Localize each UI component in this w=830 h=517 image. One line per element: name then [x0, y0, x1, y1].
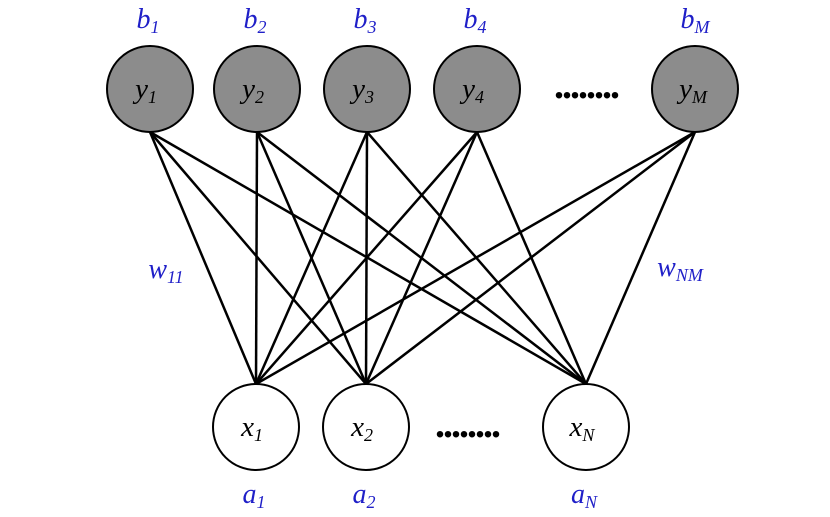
edge-h2-v1 [254, 131, 259, 385]
hidden-node-label: y2 [239, 73, 264, 107]
visible-node-label: xN [569, 411, 596, 445]
visible-layer: x1 x2 xN [212, 383, 630, 471]
weight-label-wNM: wNM [657, 252, 704, 285]
edge-h3-v1 [254, 131, 369, 385]
hidden-bias-label: b3 [354, 4, 377, 37]
hidden-node-M: yM [651, 45, 739, 133]
hidden-layer: y1 y2 y3 y4 yM [106, 45, 739, 133]
hidden-ellipsis: ........ [554, 62, 619, 107]
visible-biases: a1 a2 aN [243, 479, 598, 512]
hidden-bias-label: b2 [244, 4, 267, 37]
visible-node-N: xN [542, 383, 630, 471]
edge-h5-v1 [255, 130, 696, 386]
hidden-node-label: y1 [132, 73, 157, 107]
visible-node-1: x1 [212, 383, 300, 471]
hidden-node-3: y3 [323, 45, 411, 133]
hidden-node-label: y4 [459, 73, 484, 107]
visible-node-circle [322, 383, 410, 471]
weight-label-w11: w11 [148, 254, 183, 287]
visible-node-circle [212, 383, 300, 471]
edge-h1-v1 [148, 131, 258, 385]
hidden-node-4: y4 [433, 45, 521, 133]
hidden-bias-label: bM [681, 4, 711, 37]
hidden-node-circle [323, 45, 411, 133]
visible-ellipsis: ........ [435, 401, 500, 446]
hidden-node-circle [651, 45, 739, 133]
hidden-bias-label: b1 [137, 4, 160, 37]
edge-h5-v2 [365, 131, 696, 385]
hidden-node-2: y2 [213, 45, 301, 133]
edge-h4-v1 [255, 131, 478, 385]
visible-bias-label: aN [571, 479, 598, 512]
edge-h4-v2 [364, 131, 479, 385]
visible-bias-label: a1 [243, 479, 266, 512]
connection-edges [148, 130, 697, 386]
visible-node-label: x1 [240, 411, 263, 445]
edge-h5-v3 [584, 131, 697, 385]
hidden-node-circle [213, 45, 301, 133]
hidden-node-circle [433, 45, 521, 133]
visible-node-2: x2 [322, 383, 410, 471]
hidden-bias-label: b4 [464, 4, 487, 37]
hidden-biases: b1 b2 b3 b4 bM [137, 4, 711, 37]
visible-bias-label: a2 [353, 479, 376, 512]
visible-node-circle [542, 383, 630, 471]
visible-node-label: x2 [350, 411, 373, 445]
hidden-node-circle [106, 45, 194, 133]
hidden-node-label: yM [676, 73, 708, 107]
hidden-node-label: y3 [349, 73, 374, 107]
hidden-node-1: y1 [106, 45, 194, 133]
